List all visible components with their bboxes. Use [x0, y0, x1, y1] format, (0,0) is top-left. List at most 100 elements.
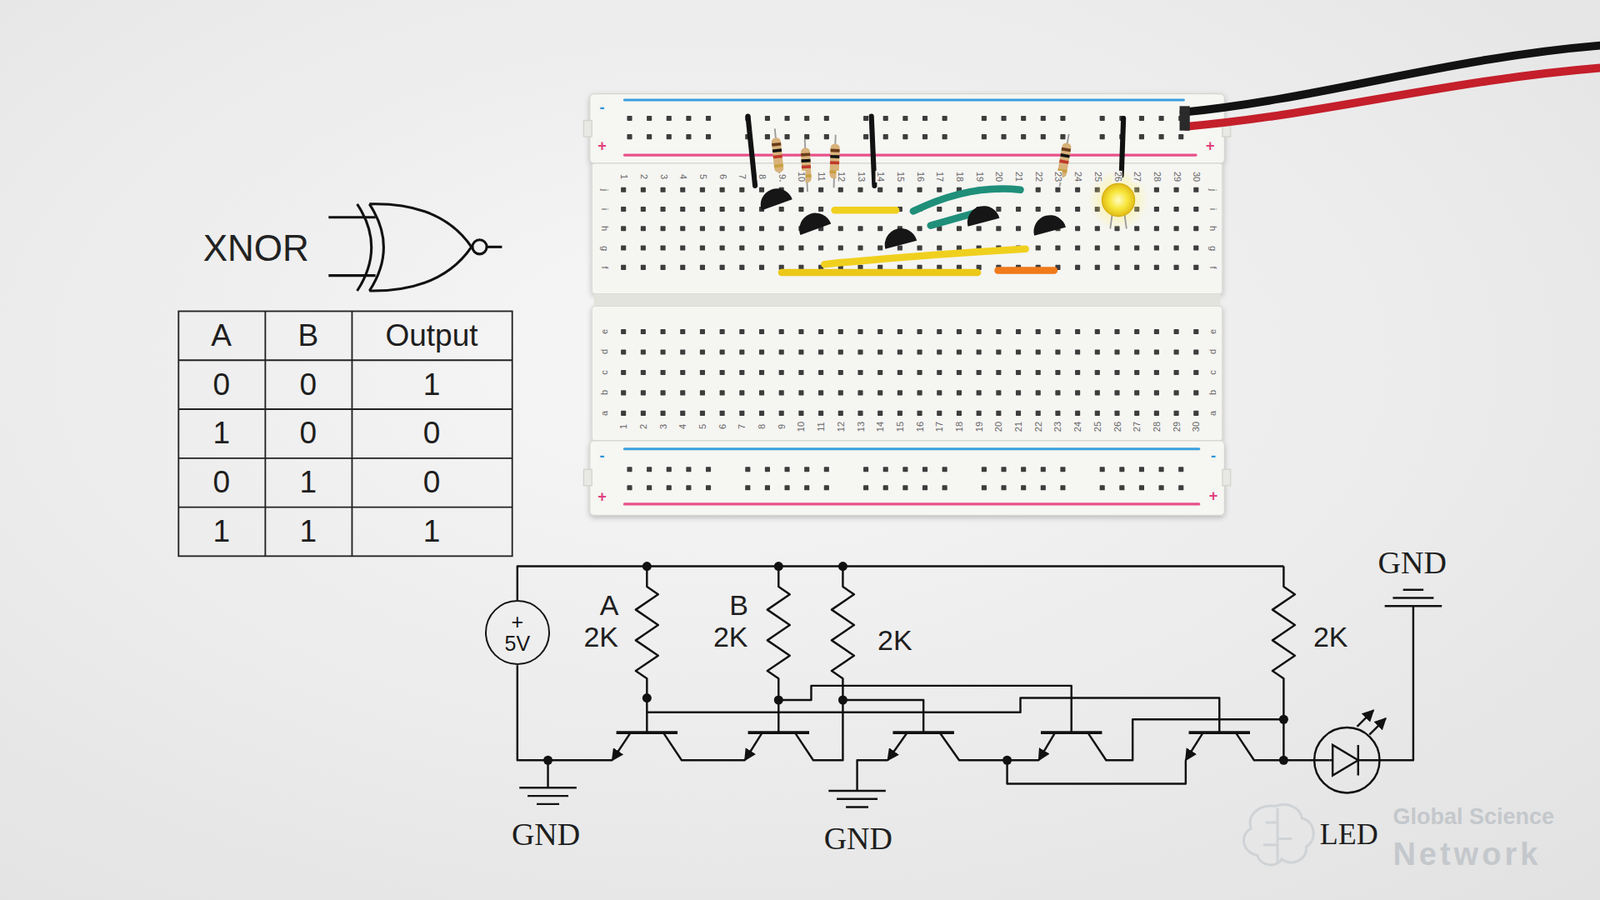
breadboard-hole — [779, 225, 785, 231]
breadboard-hole — [720, 349, 725, 355]
column-number: 20 — [994, 170, 1004, 183]
row-letter: b — [1207, 389, 1217, 396]
breadboard-hole — [863, 485, 869, 490]
breadboard-hole — [798, 329, 804, 335]
resistor-component — [800, 159, 810, 163]
breadboard-hole — [1095, 329, 1100, 335]
breadboard-hole — [897, 370, 903, 375]
breadboard-hole — [897, 187, 903, 193]
table-cell: 1 — [423, 366, 441, 403]
breadboard-hole — [1159, 466, 1165, 472]
table-cell: 1 — [423, 514, 441, 550]
row-letter: j — [1207, 188, 1217, 192]
breadboard-hole — [897, 390, 903, 395]
breadboard-hole — [1100, 134, 1105, 140]
breadboard-hole — [857, 187, 863, 193]
breadboard-hole — [1154, 410, 1160, 416]
breadboard-hole — [818, 245, 824, 250]
breadboard-hole — [720, 206, 725, 212]
breadboard-hole — [883, 134, 889, 140]
resistor-component — [800, 138, 812, 192]
breadboard-hole — [626, 466, 632, 472]
breadboard-hole — [626, 134, 632, 140]
breadboard-hole — [1174, 349, 1180, 355]
column-number: 8 — [757, 423, 767, 430]
breadboard-hole — [936, 410, 942, 416]
breadboard-hole — [1035, 245, 1041, 250]
breadboard-hole — [705, 115, 711, 121]
column-number: 26 — [1112, 170, 1122, 183]
breadboard-hole — [818, 329, 824, 335]
breadboard-hole — [745, 485, 750, 490]
breadboard-hole — [660, 370, 665, 375]
breadboard-hole — [1114, 370, 1120, 375]
column-number: 3 — [658, 173, 668, 180]
junction-dot — [838, 695, 848, 705]
breadboard-hole — [1154, 265, 1160, 270]
breadboard-hole — [720, 187, 725, 193]
breadboard-channel — [583, 469, 592, 486]
breadboard-hole — [1114, 245, 1120, 250]
breadboard-hole — [1174, 410, 1180, 416]
column-number: 28 — [1151, 170, 1161, 183]
breadboard-hole — [1075, 370, 1080, 375]
row-letter: a — [599, 410, 609, 417]
breadboard-hole — [1154, 245, 1160, 250]
breadboard-hole — [646, 466, 652, 472]
column-number: 12 — [835, 420, 845, 433]
breadboard-hole — [798, 410, 804, 416]
row-letter: e — [599, 328, 609, 335]
column-number: 9 — [776, 423, 786, 430]
breadboard-hole — [680, 370, 685, 375]
table-cell: 0 — [212, 465, 230, 501]
column-number: 27 — [1132, 170, 1142, 183]
breadboard-hole — [1075, 245, 1080, 250]
breadboard-hole — [922, 134, 928, 140]
breadboard-hole — [620, 187, 626, 193]
column-number: 17 — [935, 420, 945, 433]
breadboard-hole — [660, 390, 665, 395]
breadboard-hole — [1095, 370, 1100, 375]
breadboard-hole — [1055, 410, 1060, 416]
column-number: 15 — [895, 170, 905, 183]
table-header: A — [210, 318, 232, 355]
column-number: 1 — [619, 423, 629, 430]
breadboard-hole — [804, 466, 810, 472]
column-number: 25 — [1092, 420, 1102, 433]
breadboard-channel — [583, 120, 1230, 485]
breadboard-hole — [660, 187, 665, 193]
breadboard-body — [590, 94, 1225, 164]
breadboard-channel — [594, 294, 1221, 307]
resistor-component — [770, 137, 784, 174]
resistor-component — [1059, 159, 1069, 165]
breadboard-hole — [995, 225, 1001, 231]
breadboard-hole — [1154, 370, 1160, 375]
breadboard-hole — [680, 329, 685, 335]
breadboard-hole — [798, 349, 804, 355]
breadboard-hole — [759, 410, 765, 416]
breadboard-hole — [1060, 134, 1065, 140]
breadboard-hole — [705, 466, 711, 472]
breadboard-hole — [883, 485, 889, 490]
resistor-component — [830, 160, 840, 165]
table-cell: 0 — [300, 366, 318, 403]
junction-dot — [1279, 715, 1289, 725]
breadboard-hole — [917, 245, 923, 250]
led-component — [1087, 169, 1149, 230]
breadboard-hole — [1119, 466, 1125, 472]
breadboard-hole — [1174, 225, 1180, 231]
breadboard-hole — [779, 245, 785, 250]
breadboard-hole — [1178, 134, 1184, 140]
breadboard-hole — [1075, 265, 1080, 270]
schematic-wire — [767, 566, 790, 700]
breadboard-hole — [818, 390, 824, 395]
led-component — [1110, 214, 1112, 229]
rail-marker: - — [598, 448, 605, 464]
breadboard-hole — [1134, 245, 1140, 250]
breadboard-hole — [640, 349, 646, 355]
schematic-wire — [1007, 760, 1186, 784]
breadboard-hole — [936, 390, 942, 395]
transistor-symbol — [612, 732, 631, 760]
schematic-wire — [831, 566, 855, 700]
breadboard-hole — [917, 225, 923, 231]
